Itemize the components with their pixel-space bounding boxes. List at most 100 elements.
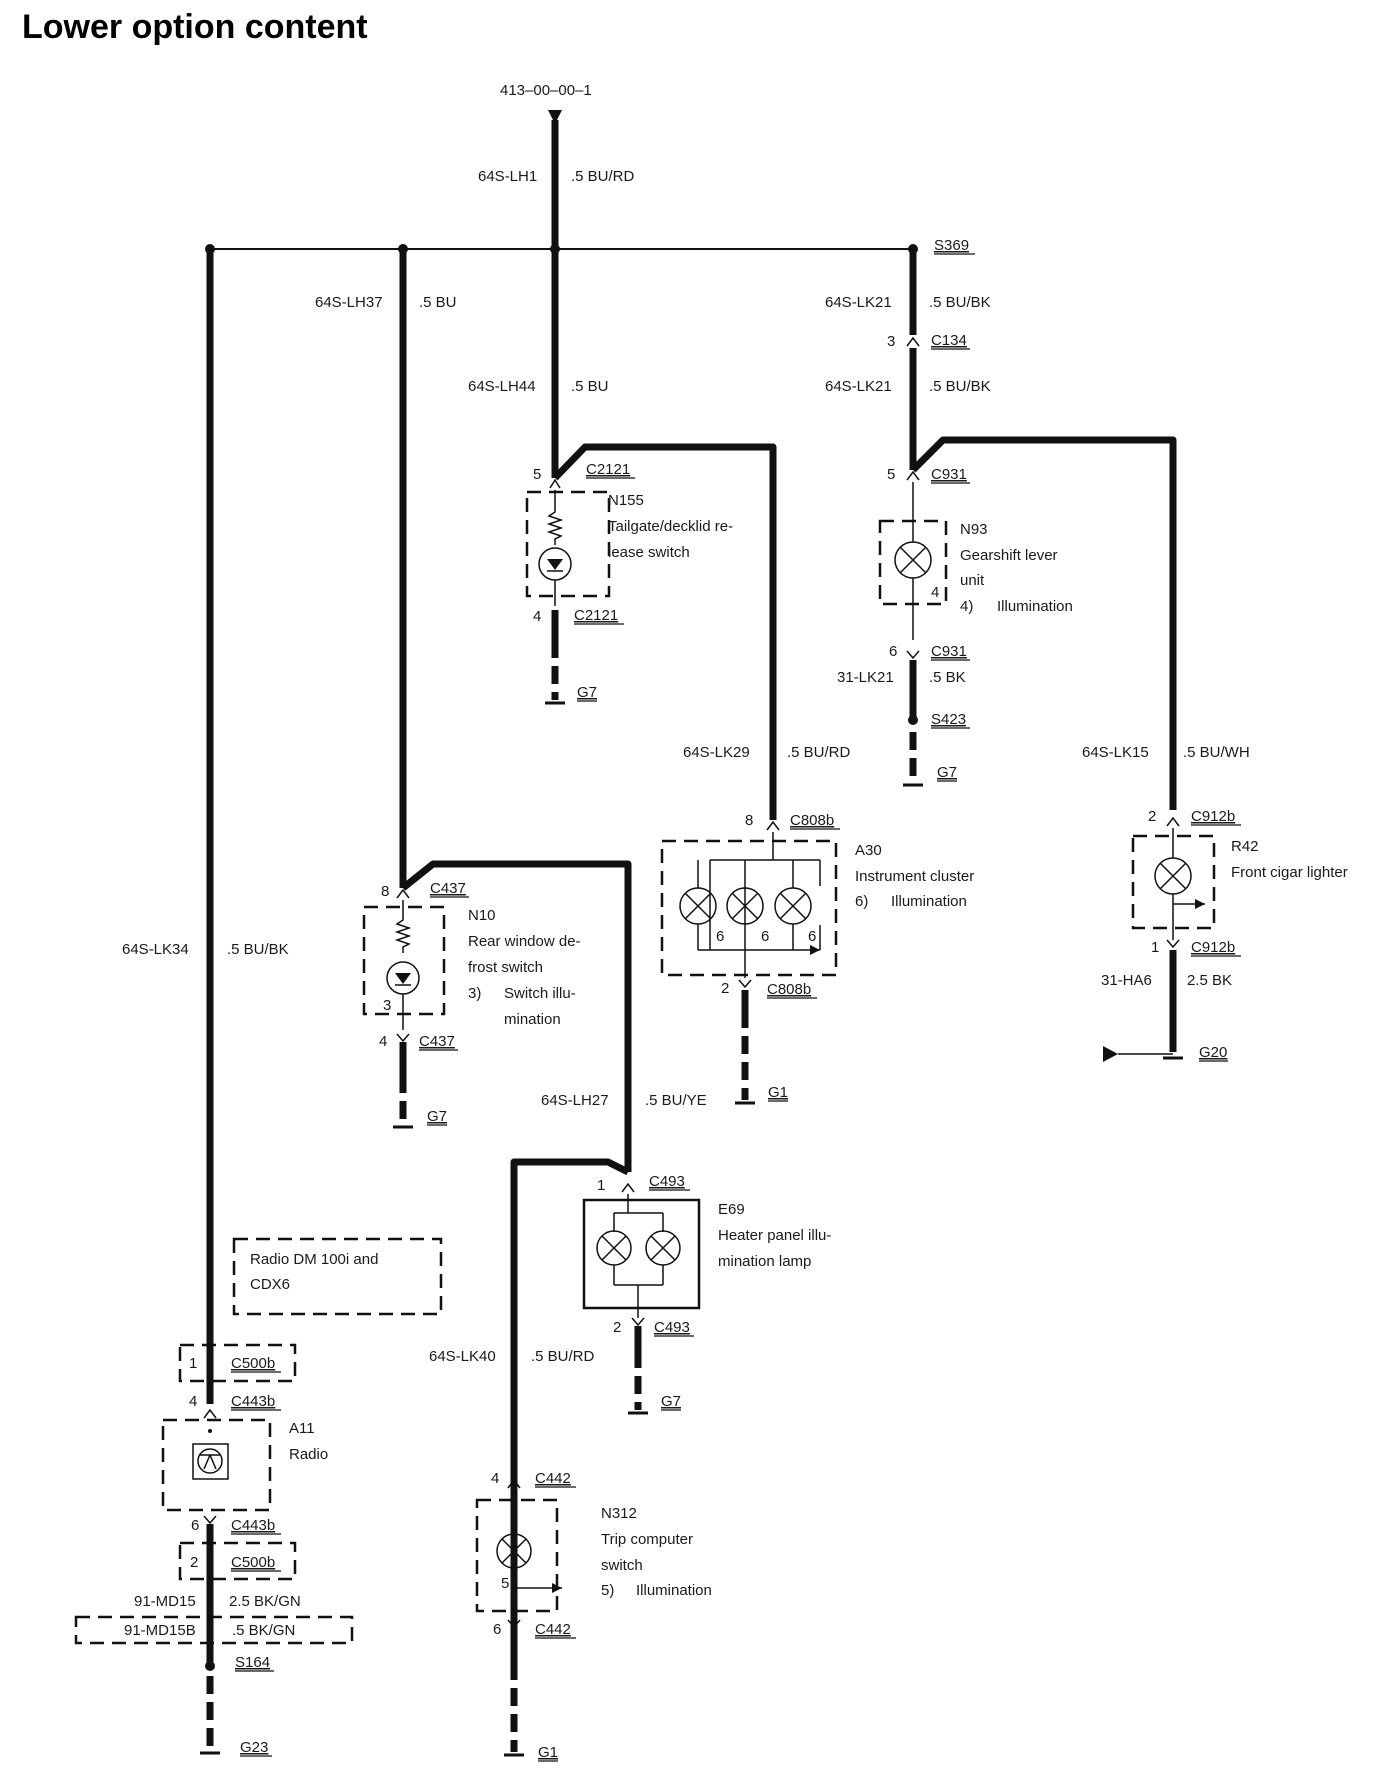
wire-label-md15: 91-MD15: [134, 1593, 196, 1610]
wire-label-md15b: 91-MD15B: [124, 1622, 196, 1639]
pin-number: 4: [931, 584, 939, 601]
a11-box: [161, 1418, 272, 1512]
connector-c443b: C443b: [231, 1393, 275, 1410]
wire-lh27: [400, 860, 632, 1172]
wire-color-lk21: .5 BU/BK: [929, 294, 991, 311]
n10-note-num: 3): [468, 985, 481, 1002]
pin-number: 1: [1151, 939, 1159, 956]
a11-desc: Radio: [289, 1446, 328, 1463]
wire-color-lk21: .5 BU/BK: [929, 378, 991, 395]
connector-c437: C437: [419, 1033, 455, 1050]
n155-box: [525, 490, 611, 598]
splice-s369: S369: [934, 237, 969, 254]
a30-note-num: 6): [855, 893, 868, 910]
resistor-icon: [546, 490, 564, 545]
wire-color-lk29: .5 BU/RD: [787, 744, 851, 761]
wire-color-lk34: .5 BU/BK: [227, 941, 289, 958]
feed-arrow-icon: [548, 110, 562, 124]
n10-id: N10: [468, 907, 496, 924]
wire-color-31-lk21: .5 BK: [929, 669, 966, 686]
wire-label-lk21: 64S-LK21: [825, 378, 892, 395]
md15b-option-box: [74, 1615, 354, 1645]
pin-number: 6: [761, 928, 769, 945]
connector-c500b: C500b: [231, 1554, 275, 1571]
pin-number: 8: [745, 812, 753, 829]
connector-c500b: C500b: [231, 1355, 275, 1372]
wire-color-lk40: .5 BU/RD: [531, 1348, 595, 1365]
wire-color-lh37: .5 BU: [419, 294, 457, 311]
ground-g1: G1: [768, 1084, 788, 1101]
n10-desc: frost switch: [468, 959, 543, 976]
wire-label-lh1: 64S-LH1: [478, 168, 537, 185]
connector-c931: C931: [931, 466, 967, 483]
pin-number: 2: [721, 980, 729, 997]
c500b-option-box: [178, 1343, 297, 1383]
wire-label-ha6: 31-HA6: [1101, 972, 1152, 989]
wire-label-lk21: 64S-LK21: [825, 294, 892, 311]
n155-id: N155: [608, 492, 644, 509]
wire-label-lk40: 64S-LK40: [429, 1348, 496, 1365]
n312-box: [475, 1498, 559, 1613]
n93-id: N93: [960, 521, 988, 538]
pin-number: 5: [501, 1575, 509, 1592]
pin-number: 1: [597, 1177, 605, 1194]
splice-dot: [908, 715, 918, 725]
pin-number: 3: [887, 333, 895, 350]
wire-label-lk29: 64S-LK29: [683, 744, 750, 761]
n10-box: [362, 905, 446, 1016]
radio-icon: [192, 1443, 229, 1480]
r42-desc: Front cigar lighter: [1231, 864, 1348, 881]
splice-s423: S423: [931, 711, 966, 728]
wire-lk29: [552, 443, 777, 820]
n155-desc: Tailgate/decklid re-: [608, 518, 733, 535]
connector-c443b: C443b: [231, 1517, 275, 1534]
n10-note: mination: [504, 1011, 561, 1028]
n312-id: N312: [601, 1505, 637, 1522]
n10-desc: Rear window de-: [468, 933, 581, 950]
ground-g7: G7: [577, 684, 597, 701]
connector-c808b: C808b: [790, 812, 834, 829]
n10-note: Switch illu-: [504, 985, 576, 1002]
connector-c808b: C808b: [767, 981, 811, 998]
wire-color-ha6: 2.5 BK: [1187, 972, 1232, 989]
pin-number: 6: [889, 643, 897, 660]
pin-number: 2: [1148, 808, 1156, 825]
wire-color-md15b: .5 BK/GN: [232, 1622, 295, 1639]
pin-number: 6: [191, 1517, 199, 1534]
wire-lk15: [910, 436, 1177, 810]
n93-desc: Gearshift lever: [960, 547, 1058, 564]
n312-desc: Trip computer: [601, 1531, 693, 1548]
ground-g1: G1: [538, 1744, 558, 1761]
splice-s164: S164: [235, 1654, 270, 1671]
connector-c2121: C2121: [586, 461, 630, 478]
a30-note: Illumination: [891, 893, 967, 910]
pin-number: 4: [533, 608, 541, 625]
wire-label-lh37: 64S-LH37: [315, 294, 383, 311]
a30-desc: Instrument cluster: [855, 868, 974, 885]
connector-c931: C931: [931, 643, 967, 660]
wire-color-lh27: .5 BU/YE: [645, 1092, 707, 1109]
n312-note-num: 5): [601, 1582, 614, 1599]
wire-label-lk15: 64S-LK15: [1082, 744, 1149, 761]
connector-c134: C134: [931, 332, 967, 349]
ground-arrow-icon: [1103, 1046, 1118, 1062]
r42-box: [1131, 834, 1216, 930]
e69-id: E69: [718, 1201, 745, 1218]
pin-number: 4: [491, 1470, 499, 1487]
connector-c912b: C912b: [1191, 939, 1235, 956]
pin-number: 2: [190, 1554, 198, 1571]
n312-note: Illumination: [636, 1582, 712, 1599]
a30-box: [660, 839, 838, 977]
pin-number: 4: [189, 1393, 197, 1410]
lamp-icon: [726, 887, 764, 925]
connector-c493: C493: [654, 1319, 690, 1336]
wire-label-lk34: 64S-LK34: [122, 941, 189, 958]
connector-c437: C437: [430, 880, 466, 897]
r42-id: R42: [1231, 838, 1259, 855]
page-title: Lower option content: [22, 8, 368, 46]
wire-label-lh44: 64S-LH44: [468, 378, 536, 395]
pin-number: 4: [379, 1033, 387, 1050]
connector-c442: C442: [535, 1621, 571, 1638]
radio-option-text: Radio DM 100i and: [250, 1251, 378, 1268]
